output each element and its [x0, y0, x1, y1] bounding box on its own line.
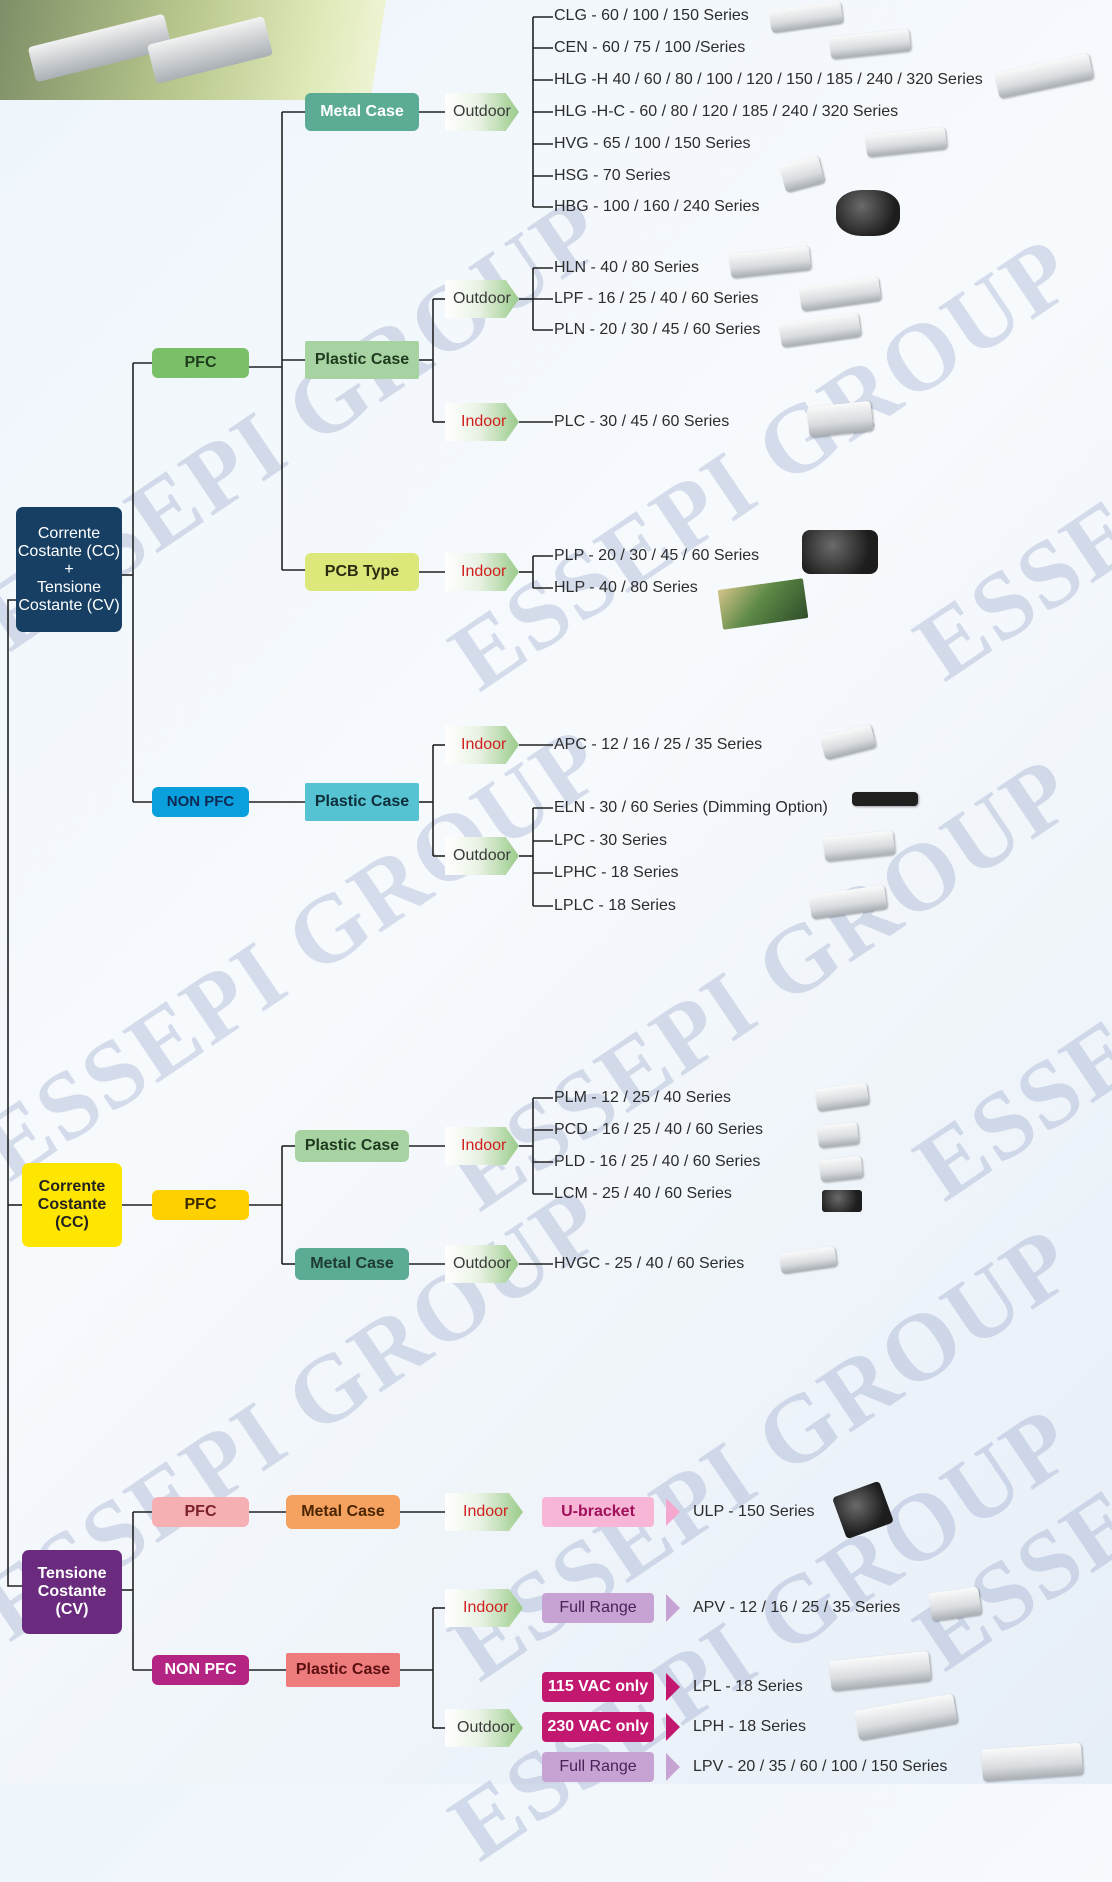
indoor-tag: Indoor [445, 403, 519, 441]
arrow-tag-shape [666, 1753, 680, 1781]
vac230-tag: 230 VAC only [542, 1712, 654, 1742]
indoor-label: Indoor [463, 1599, 508, 1617]
metal-case-node: Metal Case [295, 1248, 409, 1280]
series-label: ULP - 150 Series [693, 1503, 815, 1521]
full-range-tag: Full Range [542, 1752, 654, 1782]
indoor-label: Indoor [461, 563, 506, 581]
series-label: HBG - 100 / 160 / 240 Series [554, 198, 759, 216]
outdoor-tag: Outdoor [445, 1245, 519, 1283]
outdoor-label: Outdoor [453, 1255, 511, 1273]
outdoor-tag: Outdoor [445, 837, 519, 875]
outdoor-tag: Outdoor [445, 93, 519, 131]
metal-case-node: Metal Case [286, 1495, 400, 1529]
indoor-tag: Indoor [445, 1589, 523, 1627]
plastic-case-node: Plastic Case [305, 341, 419, 379]
outdoor-label: Outdoor [453, 290, 511, 308]
series-label: HVGC - 25 / 40 / 60 Series [554, 1255, 744, 1273]
non-pfc-node: NON PFC [152, 787, 249, 817]
root-line: Costante (CC) [18, 543, 120, 561]
outdoor-label: Outdoor [457, 1719, 515, 1737]
outdoor-tag: Outdoor [445, 280, 519, 318]
series-label: LPV - 20 / 35 / 60 / 100 / 150 Series [693, 1758, 947, 1776]
series-label: LPLC - 18 Series [554, 897, 676, 915]
plastic-case-node: Plastic Case [295, 1130, 409, 1162]
root-line: Tensione [18, 579, 120, 597]
series-label: CLG - 60 / 100 / 150 Series [554, 7, 749, 25]
arrow-tag-shape [666, 1713, 680, 1741]
root-line: + [18, 561, 120, 579]
arrow-tag-shape [666, 1594, 680, 1622]
plastic-case-node: Plastic Case [286, 1653, 400, 1687]
indoor-label: Indoor [463, 1503, 508, 1521]
pfc-node: PFC [152, 1190, 249, 1220]
outdoor-tag: Outdoor [445, 1709, 523, 1747]
series-label: CEN - 60 / 75 / 100 /Series [554, 39, 745, 57]
led-driver-photo [852, 792, 918, 806]
series-label: LPHC - 18 Series [554, 864, 679, 882]
pfc-node: PFC [152, 1497, 249, 1527]
indoor-tag: Indoor [445, 726, 519, 764]
root-line: (CC) [38, 1214, 106, 1232]
root-line: Corrente [38, 1178, 106, 1196]
root-cc: Corrente Costante (CC) [22, 1163, 122, 1247]
series-label: APV - 12 / 16 / 25 / 35 Series [693, 1599, 900, 1617]
indoor-label: Indoor [461, 1137, 506, 1155]
series-label: LPH - 18 Series [693, 1718, 806, 1736]
series-label: HLG -H 40 / 60 / 80 / 100 / 120 / 150 / … [554, 71, 983, 89]
arrow-tag-shape [666, 1498, 680, 1526]
root-cc-cv: Corrente Costante (CC) + Tensione Costan… [16, 507, 122, 632]
outdoor-label: Outdoor [453, 847, 511, 865]
series-label: HLN - 40 / 80 Series [554, 259, 699, 277]
series-label: LPC - 30 Series [554, 832, 667, 850]
series-label: PCD - 16 / 25 / 40 / 60 Series [554, 1121, 763, 1139]
series-label: HLP - 40 / 80 Series [554, 579, 698, 597]
arrow-tag-shape [666, 1673, 680, 1701]
root-cv: Tensione Costante (CV) [22, 1550, 122, 1634]
series-label: HVG - 65 / 100 / 150 Series [554, 135, 751, 153]
series-label: LPL - 18 Series [693, 1678, 803, 1696]
series-label: PLN - 20 / 30 / 45 / 60 Series [554, 321, 760, 339]
metal-case-node: Metal Case [305, 93, 419, 131]
root-line: Costante (CV) [18, 597, 120, 615]
series-label: LCM - 25 / 40 / 60 Series [554, 1185, 732, 1203]
pfc-node: PFC [152, 348, 249, 378]
indoor-tag: Indoor [445, 553, 519, 591]
led-driver-photo [822, 1190, 862, 1212]
led-driver-photo [836, 190, 900, 236]
vac115-tag: 115 VAC only [542, 1672, 654, 1702]
led-driver-photo [802, 530, 878, 574]
indoor-label: Indoor [461, 736, 506, 754]
series-label: HSG - 70 Series [554, 167, 670, 185]
indoor-tag: Indoor [445, 1493, 523, 1531]
series-label: LPF - 16 / 25 / 40 / 60 Series [554, 290, 759, 308]
series-label: APC - 12 / 16 / 25 / 35 Series [554, 736, 762, 754]
series-label: ELN - 30 / 60 Series (Dimming Option) [554, 799, 828, 817]
series-label: PLP - 20 / 30 / 45 / 60 Series [554, 547, 759, 565]
led-driver-photo [817, 1122, 859, 1148]
outdoor-label: Outdoor [453, 103, 511, 121]
led-driver-photo [819, 1156, 863, 1182]
root-line: Tensione [37, 1565, 106, 1583]
indoor-label: Indoor [461, 413, 506, 431]
root-line: Costante [37, 1583, 106, 1601]
plastic-case-node: Plastic Case [305, 783, 419, 821]
non-pfc-node: NON PFC [152, 1655, 249, 1685]
root-line: Corrente [18, 525, 120, 543]
pcb-type-node: PCB Type [305, 553, 419, 591]
series-label: HLG -H-C - 60 / 80 / 120 / 185 / 240 / 3… [554, 103, 898, 121]
diagram-canvas: ESSEPI GROUP ESSEPI GROUP ESSEPI GROUP E… [0, 0, 1112, 1784]
root-line: Costante [38, 1196, 106, 1214]
full-range-tag: Full Range [542, 1593, 654, 1623]
indoor-tag: Indoor [445, 1127, 519, 1165]
series-label: PLD - 16 / 25 / 40 / 60 Series [554, 1153, 760, 1171]
series-label: PLC - 30 / 45 / 60 Series [554, 413, 729, 431]
series-label: PLM - 12 / 25 / 40 Series [554, 1089, 731, 1107]
u-bracket-tag: U-bracket [542, 1497, 654, 1527]
root-line: (CV) [37, 1601, 106, 1619]
